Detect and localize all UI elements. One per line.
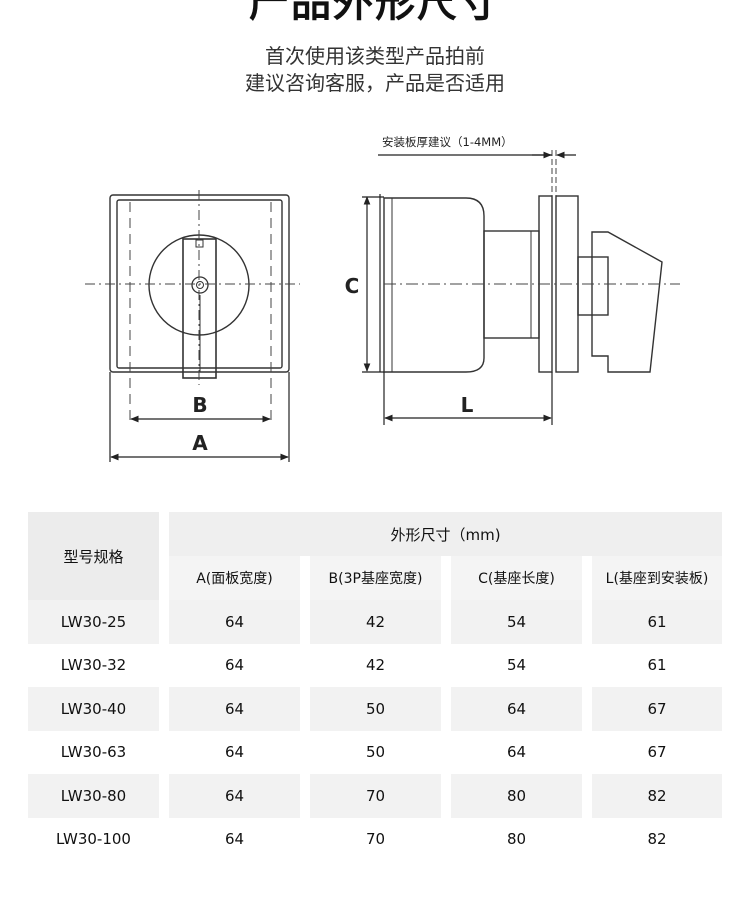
model-cell: LW30-100 — [28, 817, 159, 861]
model-cell: LW30-32 — [28, 643, 159, 687]
side-bezel — [577, 256, 609, 316]
table-row: LW30-32 64 42 54 61 — [28, 643, 723, 687]
value-cell-c: 64 — [441, 730, 582, 774]
subtitle-line-1: 首次使用该类型产品拍前 — [265, 44, 485, 68]
value-cell-l: 82 — [582, 817, 723, 861]
panel-thickness-note: 安装板厚建议（1-4MM） — [382, 135, 513, 149]
value-cell-c: 64 — [441, 687, 582, 731]
model-cell: LW30-63 — [28, 730, 159, 774]
side-base-body — [383, 197, 485, 373]
table-row: LW30-100 64 70 80 82 — [28, 817, 723, 861]
table-row: LW30-80 64 70 80 82 — [28, 774, 723, 818]
table-row: LW30-40 64 50 64 67 — [28, 687, 723, 731]
column-header-l: L(基座到安装板) — [582, 556, 723, 600]
value-cell-l: 82 — [582, 774, 723, 818]
label-a: A — [192, 431, 208, 455]
value-cell-l: 61 — [582, 600, 723, 644]
value-cell-a: 64 — [159, 643, 300, 687]
value-cell-b: 70 — [300, 774, 441, 818]
value-cell-b: 70 — [300, 817, 441, 861]
label-c: C — [345, 274, 360, 298]
value-cell-l: 67 — [582, 730, 723, 774]
column-header-c: C(基座长度) — [441, 556, 582, 600]
value-cell-a: 64 — [159, 817, 300, 861]
model-cell: LW30-40 — [28, 687, 159, 731]
value-cell-a: 64 — [159, 774, 300, 818]
value-cell-c: 80 — [441, 774, 582, 818]
subtitle-line-2: 建议咨询客服，产品是否适用 — [245, 71, 505, 95]
label-b: B — [192, 393, 207, 417]
value-cell-a: 64 — [159, 600, 300, 644]
value-cell-b: 42 — [300, 643, 441, 687]
value-cell-a: 64 — [159, 730, 300, 774]
model-cell: LW30-25 — [28, 600, 159, 644]
table-row: LW30-63 64 50 64 67 — [28, 730, 723, 774]
value-cell-c: 54 — [441, 600, 582, 644]
page-title: 产品外形尺寸 — [249, 0, 501, 26]
model-cell: LW30-80 — [28, 774, 159, 818]
front-handle-screw — [191, 276, 209, 294]
value-cell-b: 50 — [300, 687, 441, 731]
table-row: LW30-25 64 42 54 61 — [28, 600, 723, 644]
spec-table: 型号规格 外形尺寸（mm) A(面板宽度) B(3P基座宽度) C(基座长度) … — [28, 512, 723, 861]
value-cell-b: 42 — [300, 600, 441, 644]
column-header-b: B(3P基座宽度) — [300, 556, 441, 600]
value-cell-a: 64 — [159, 687, 300, 731]
value-cell-c: 54 — [441, 643, 582, 687]
value-cell-b: 50 — [300, 730, 441, 774]
side-knob — [591, 231, 663, 373]
model-header: 型号规格 — [28, 512, 159, 600]
group-header: 外形尺寸（mm) — [159, 512, 723, 556]
value-cell-l: 61 — [582, 643, 723, 687]
value-cell-l: 67 — [582, 687, 723, 731]
label-l: L — [461, 393, 474, 417]
dimension-drawing: B A C L 安装板厚建议（1-4MM） — [85, 135, 680, 462]
value-cell-c: 80 — [441, 817, 582, 861]
column-header-a: A(面板宽度) — [159, 556, 300, 600]
